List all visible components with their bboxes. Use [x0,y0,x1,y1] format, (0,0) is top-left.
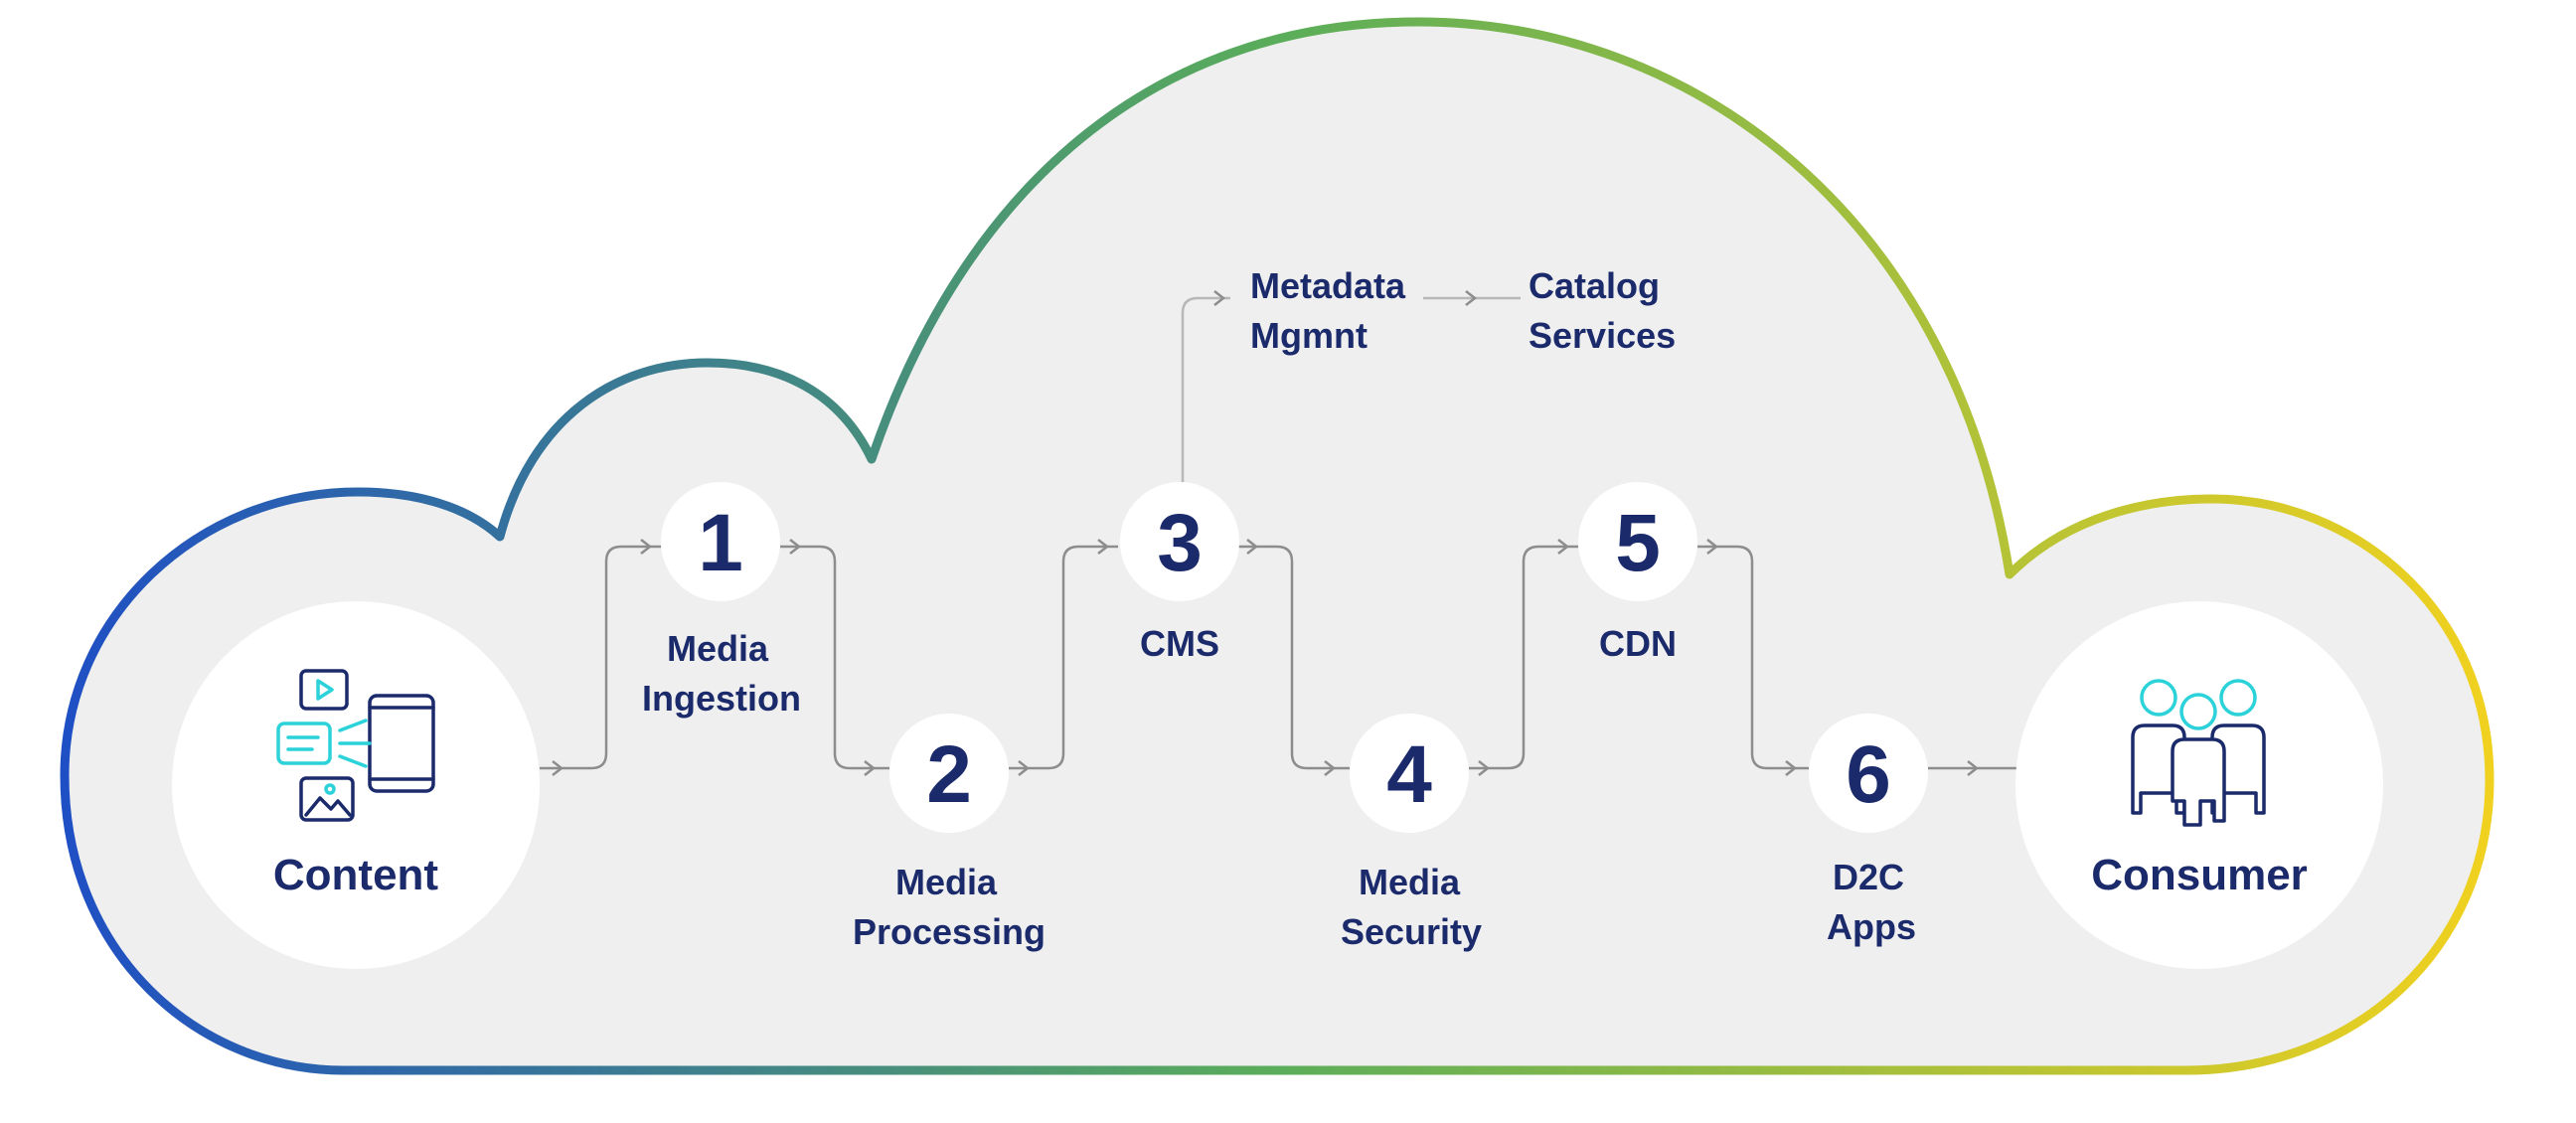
content-label: Content [273,851,439,899]
arrowheads [552,290,1980,776]
step-2-circle [889,714,1009,833]
step-2: 2 Media Processing [853,714,1046,952]
step-4-number: 4 [1386,729,1432,820]
content-media-icon [276,669,435,822]
step-6-number: 6 [1846,729,1891,820]
step-4-circle [1350,714,1469,833]
branch-metadata-mgmnt: Metadata Mgmnt [1250,265,1406,356]
metadata-label-line-1: Metadata [1250,265,1406,306]
step-6-label-line-1: D2C [1833,857,1904,897]
step-3-number: 3 [1157,498,1203,588]
step-1-number: 1 [698,498,743,588]
step-5: 5 CDN [1578,482,1697,664]
people-group-icon [2131,679,2266,827]
step-5-label-line-1: CDN [1599,623,1677,664]
connector-content-to-1 [540,545,661,770]
step-6-label-line-2: Apps [1827,906,1916,947]
consumer-node: Consumer [2015,601,2383,969]
connector-3-to-metadata [1181,296,1230,487]
branch-catalog-services: Catalog Services [1529,265,1676,356]
step-3-label-line-1: CMS [1140,623,1219,664]
step-4-label-line-2: Security [1341,911,1482,952]
step-6-circle [1809,714,1928,833]
catalog-label-line-2: Services [1529,315,1676,356]
step-1-circle [661,482,780,601]
step-6: 6 D2C Apps [1809,714,1928,947]
step-1-label-line-2: Ingestion [642,678,801,719]
connector-2-to-3 [1009,545,1118,770]
catalog-label-line-1: Catalog [1529,265,1660,306]
step-3: 3 CMS [1120,482,1239,664]
content-node-circle [172,601,540,969]
connector-1-to-2 [780,545,889,770]
connector-5-to-6 [1697,545,1809,770]
connector-3-to-4 [1237,545,1350,770]
step-1-label-line-1: Media [667,628,769,669]
consumer-label: Consumer [2091,851,2308,899]
step-2-number: 2 [926,729,972,820]
step-5-number: 5 [1615,498,1661,588]
connectors [540,290,2017,776]
connector-4-to-5 [1469,545,1578,770]
step-2-label-line-1: Media [895,862,998,902]
step-3-circle [1120,482,1239,601]
step-1: 1 Media Ingestion [642,482,801,719]
content-node: Content [172,601,540,969]
step-5-circle [1578,482,1697,601]
metadata-label-line-2: Mgmnt [1250,315,1368,356]
step-4-label-line-1: Media [1359,862,1461,902]
step-4: 4 Media Security [1341,714,1482,952]
step-2-label-line-2: Processing [853,911,1046,952]
